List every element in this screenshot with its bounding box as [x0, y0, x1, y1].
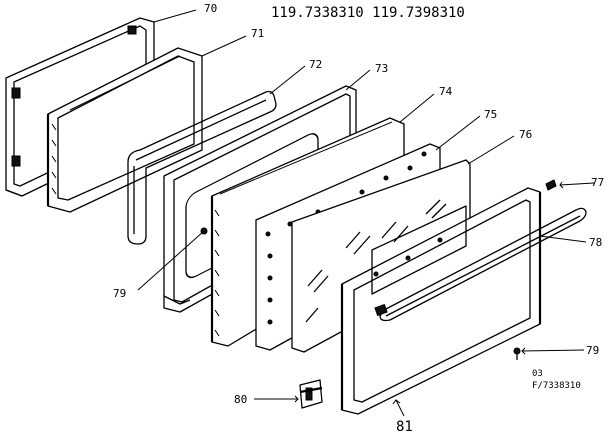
callout-72: 72	[309, 58, 322, 71]
drawing-code-line1: 03	[532, 369, 543, 379]
callout-71: 71	[251, 27, 264, 40]
part-78-door-handle	[374, 207, 587, 322]
callout-81: 81	[396, 419, 413, 434]
drawing-code-line2: F/7338310	[532, 381, 581, 391]
part-79-screw-lower	[513, 347, 521, 360]
model-numbers: 119.7338310 119.7398310	[271, 5, 465, 21]
part-71-inner-liner	[46, 47, 203, 213]
callout-70: 70	[204, 2, 217, 15]
callout-80: 80	[234, 393, 247, 406]
callout-79-lower: 79	[586, 344, 599, 357]
callout-73: 73	[375, 62, 388, 75]
part-80-hinge	[299, 379, 323, 409]
part-72-door-gasket	[127, 90, 277, 245]
callout-78: 78	[589, 236, 602, 249]
callout-75: 75	[484, 108, 497, 121]
leader-lines	[137, 9, 595, 417]
callout-77: 77	[591, 176, 604, 189]
part-81-door-trim	[340, 187, 542, 415]
callout-79-left: 79	[113, 287, 126, 300]
callout-74: 74	[439, 85, 453, 98]
callout-76: 76	[519, 128, 532, 141]
part-77-screw	[545, 179, 557, 191]
